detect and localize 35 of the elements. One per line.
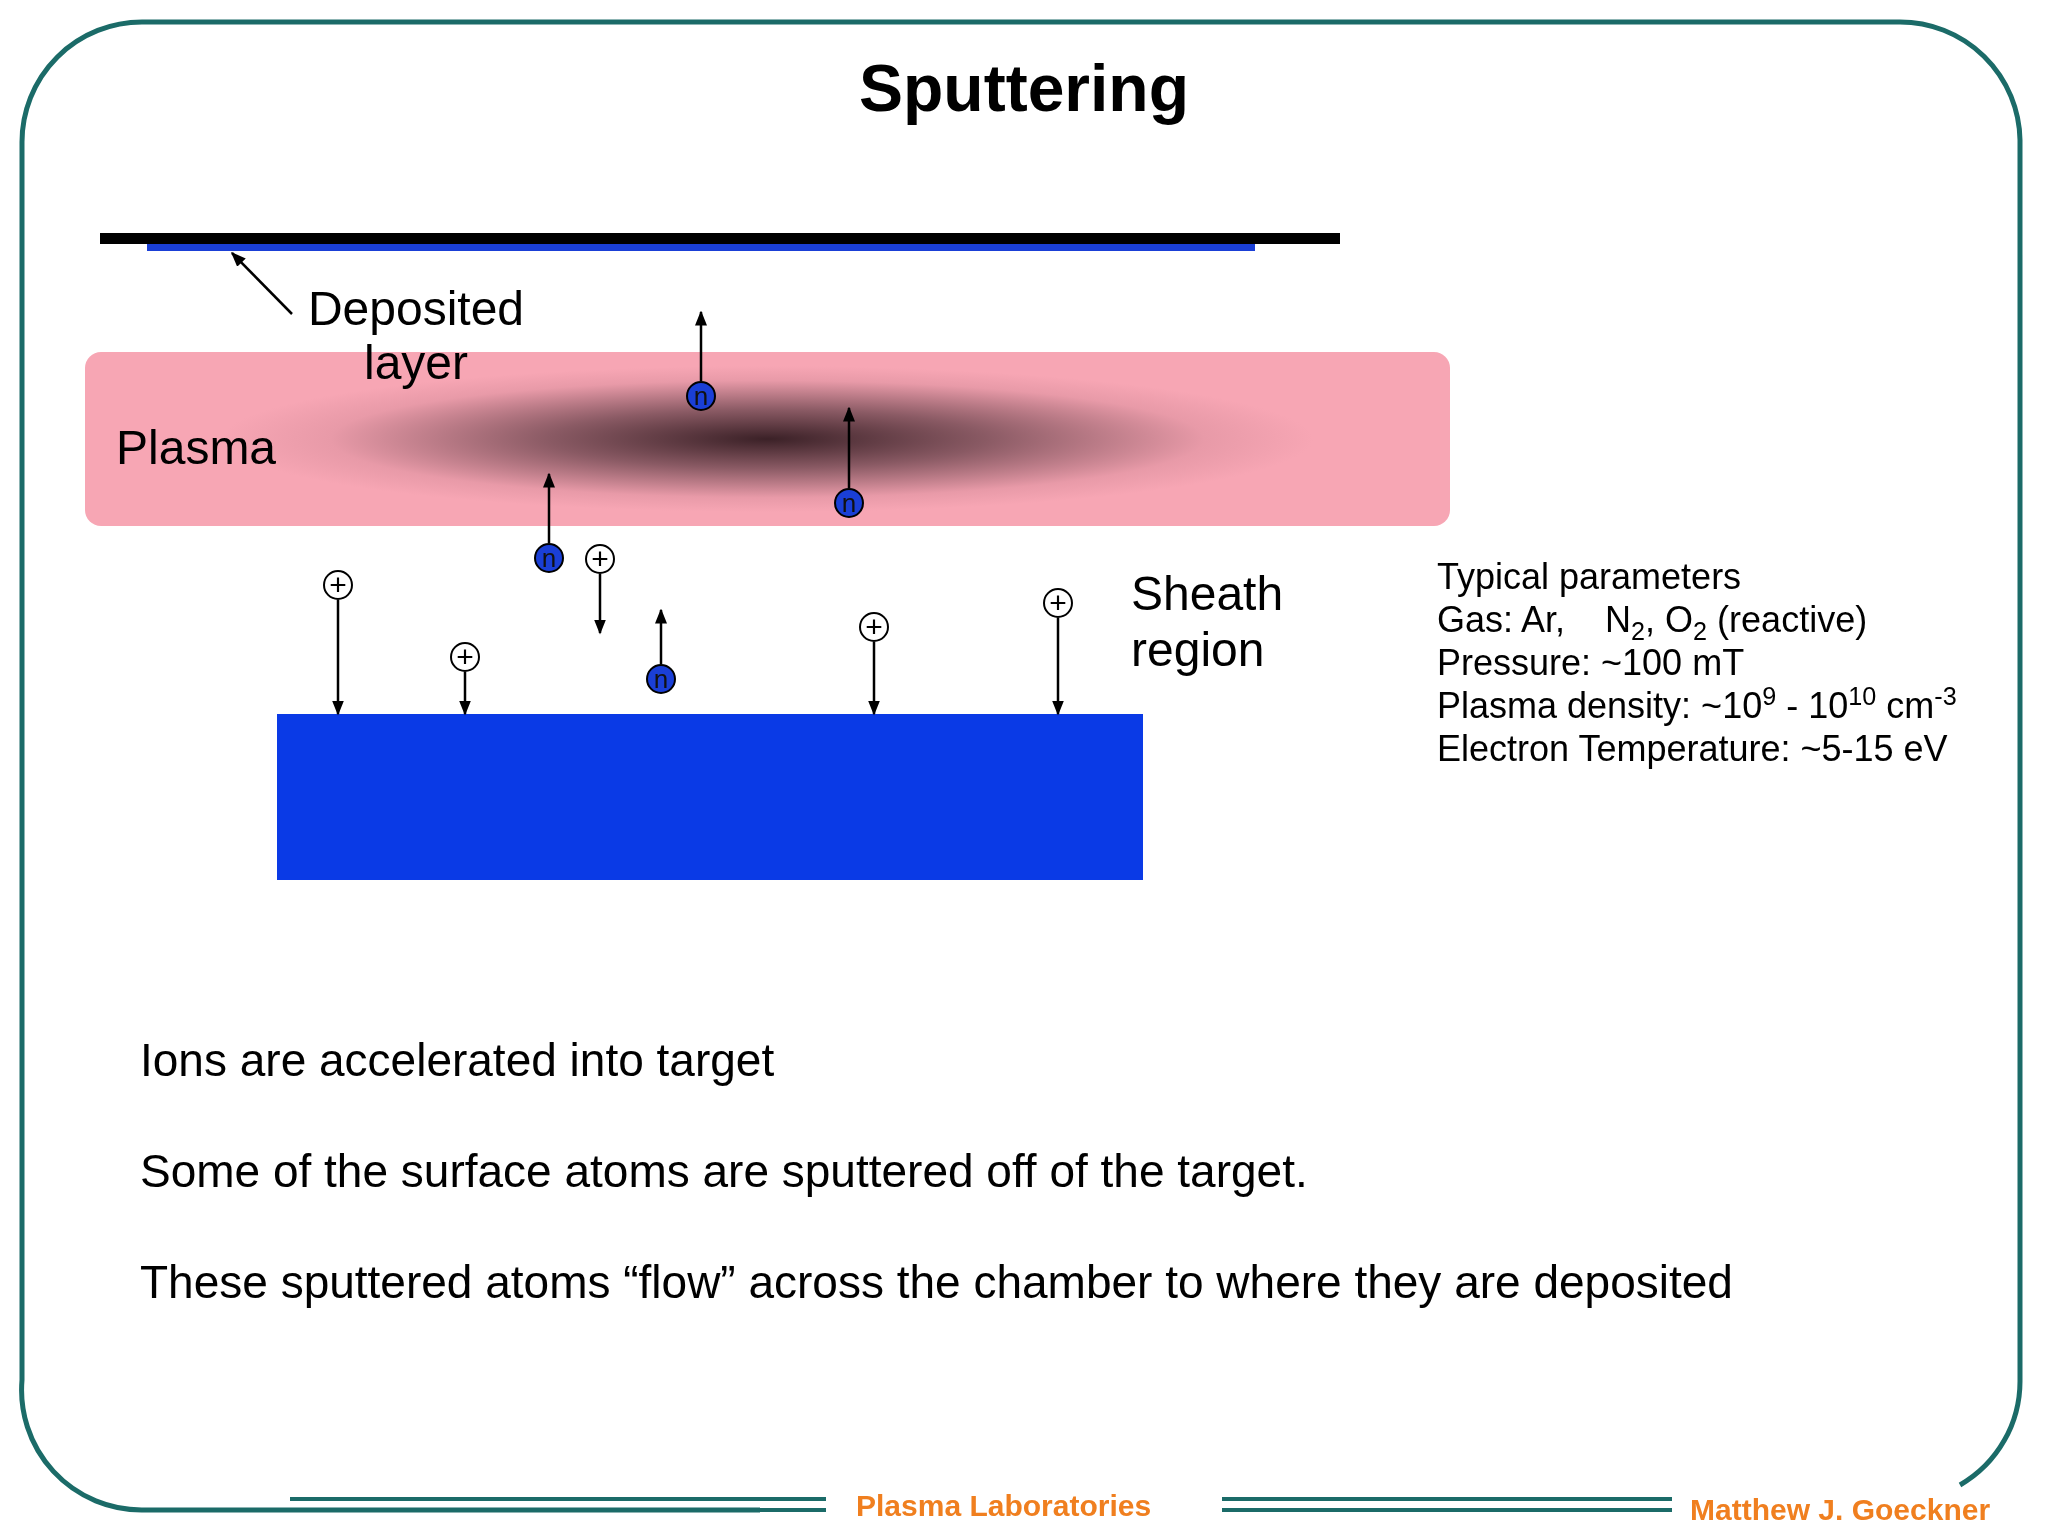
neutral-atom: n	[834, 488, 864, 518]
parameter-text: Gas: Ar, N$_{2}$, O$_{2}$ (reactive)	[1437, 598, 1868, 641]
neutral-atom: n	[534, 543, 564, 573]
body-text: These sputtered atoms “flow” across the chamber to where they are deposited	[140, 1255, 1733, 1310]
ion: +	[1043, 588, 1073, 618]
motion-arrow	[594, 574, 606, 635]
slide-title: Sputtering	[858, 50, 1190, 126]
ion: +	[585, 544, 615, 574]
motion-arrow	[1052, 618, 1064, 716]
motion-arrow	[695, 310, 707, 381]
motion-arrow	[868, 642, 880, 716]
neutral-atom: n	[646, 664, 676, 694]
region-label: Sheath region	[1131, 566, 1285, 678]
body-text: Some of the surface atoms are sputtered off of the target.	[140, 1144, 1308, 1199]
parameter-text: Plasma density: ~10$^{9}$ - 10$^{10}$ cm$^{-3}$	[1437, 684, 1957, 727]
deposited-layer	[147, 244, 1255, 251]
footer-text: Matthew J. Goeckner	[1690, 1492, 1991, 1528]
footer-text: Plasma Laboratories	[856, 1488, 1152, 1524]
motion-arrow	[332, 600, 344, 716]
plasma-label: Plasma	[116, 420, 277, 475]
sputter-target	[277, 714, 1143, 880]
leader-line	[230, 251, 293, 315]
ion: +	[450, 642, 480, 672]
ion: +	[859, 612, 889, 642]
neutral-atom: n	[686, 381, 716, 411]
motion-arrow	[655, 608, 667, 664]
parameter-text: Electron Temperature: ~5-15 eV	[1437, 727, 1948, 770]
motion-arrow	[459, 672, 471, 716]
callout-label: Deposited layer	[300, 282, 532, 390]
ion: +	[323, 570, 353, 600]
motion-arrow	[843, 406, 855, 488]
parameters-heading: Typical parameters	[1437, 555, 1742, 598]
body-text: Ions are accelerated into target	[140, 1033, 775, 1088]
parameter-text: Pressure: ~100 mT	[1437, 641, 1745, 684]
motion-arrow	[543, 472, 555, 543]
